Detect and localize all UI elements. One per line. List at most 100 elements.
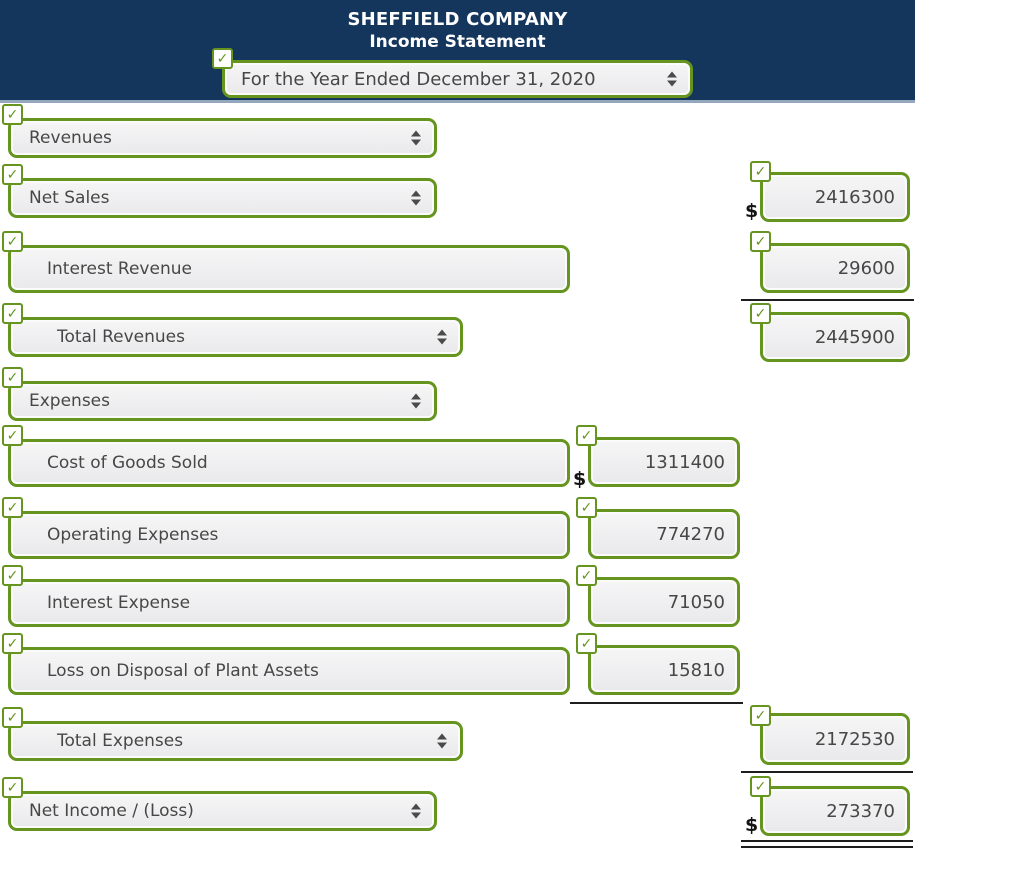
- period-select-value: For the Year Ended December 31, 2020: [241, 68, 596, 90]
- amount-input-net-sales[interactable]: 2416300: [760, 172, 910, 222]
- checkmark-icon: ✓: [754, 778, 767, 795]
- checkbox-operating-expenses[interactable]: ✓: [2, 497, 23, 518]
- spinner-icon: [411, 130, 421, 146]
- checkbox-expenses[interactable]: ✓: [2, 367, 23, 388]
- checkbox-amount-net-income[interactable]: ✓: [750, 776, 771, 797]
- spinner-icon: [411, 803, 421, 819]
- checkmark-icon: ✓: [580, 567, 593, 584]
- amount-value: 273370: [826, 800, 895, 822]
- account-input-interest-revenue[interactable]: Interest Revenue: [8, 245, 570, 293]
- spinner-icon: [437, 733, 447, 749]
- account-select-expenses[interactable]: Expenses: [8, 381, 437, 421]
- checkmark-icon: ✓: [216, 50, 229, 67]
- amount-input-operating-expenses[interactable]: 774270: [588, 509, 740, 559]
- checkmark-icon: ✓: [6, 369, 19, 386]
- checkmark-icon: ✓: [6, 106, 19, 123]
- account-select-value: Total Revenues: [57, 327, 185, 347]
- checkmark-icon: ✓: [6, 233, 19, 250]
- checkmark-icon: ✓: [754, 305, 767, 322]
- account-select-value: Net Sales: [29, 188, 110, 208]
- spinner-icon: [411, 190, 421, 206]
- checkbox-amount-loss-on-disposal[interactable]: ✓: [576, 633, 597, 654]
- checkbox-amount-interest-revenue[interactable]: ✓: [750, 231, 771, 252]
- account-select-net-sales[interactable]: Net Sales: [8, 178, 437, 218]
- spinner-icon: [667, 71, 677, 87]
- checkmark-icon: ✓: [6, 427, 19, 444]
- account-select-value: Revenues: [29, 128, 112, 148]
- account-input-value: Cost of Goods Sold: [47, 453, 208, 473]
- checkmark-icon: ✓: [580, 499, 593, 516]
- account-input-cost-of-goods-sold[interactable]: Cost of Goods Sold: [8, 439, 570, 487]
- checkbox-period[interactable]: ✓: [212, 48, 233, 69]
- dollar-sign-net-income: $: [745, 814, 759, 836]
- checkbox-amount-total-revenues[interactable]: ✓: [750, 303, 771, 324]
- checkmark-icon: ✓: [580, 427, 593, 444]
- checkmark-icon: ✓: [6, 779, 19, 796]
- checkbox-amount-interest-expense[interactable]: ✓: [576, 565, 597, 586]
- account-input-value: Interest Expense: [47, 593, 191, 613]
- spinner-icon: [411, 393, 421, 409]
- amount-value: 2416300: [814, 186, 895, 208]
- subtotal-rule-revenues: [741, 299, 914, 301]
- amount-input-total-revenues[interactable]: 2445900: [760, 312, 910, 362]
- checkmark-icon: ✓: [6, 305, 19, 322]
- amount-input-net-income[interactable]: 273370: [760, 786, 910, 836]
- amount-value: 29600: [837, 257, 895, 279]
- checkbox-revenues[interactable]: ✓: [2, 104, 23, 125]
- dollar-sign-net-sales: $: [745, 200, 759, 222]
- checkbox-interest-revenue[interactable]: ✓: [2, 231, 23, 252]
- account-select-total-expenses[interactable]: Total Expenses: [8, 721, 463, 761]
- double-rule-net-income: [741, 840, 913, 848]
- checkbox-cogs[interactable]: ✓: [2, 425, 23, 446]
- account-input-interest-expense[interactable]: Interest Expense: [8, 579, 570, 627]
- checkmark-icon: ✓: [754, 233, 767, 250]
- checkmark-icon: ✓: [6, 635, 19, 652]
- checkbox-amount-net-sales[interactable]: ✓: [750, 161, 771, 182]
- subtotal-rule-expenses: [570, 702, 743, 704]
- amount-input-interest-expense[interactable]: 71050: [588, 577, 740, 627]
- account-input-value: Loss on Disposal of Plant Assets: [47, 661, 319, 681]
- checkbox-amount-operating-expenses[interactable]: ✓: [576, 497, 597, 518]
- amount-value: 774270: [656, 523, 725, 545]
- account-input-loss-on-disposal[interactable]: Loss on Disposal of Plant Assets: [8, 647, 570, 695]
- account-select-revenues[interactable]: Revenues: [8, 118, 437, 158]
- checkmark-icon: ✓: [580, 635, 593, 652]
- amount-input-total-expenses[interactable]: 2172530: [760, 713, 910, 765]
- amount-input-loss-on-disposal[interactable]: 15810: [588, 645, 740, 695]
- checkmark-icon: ✓: [754, 707, 767, 724]
- account-select-value: Total Expenses: [57, 731, 184, 751]
- account-input-value: Interest Revenue: [47, 259, 192, 279]
- checkmark-icon: ✓: [754, 163, 767, 180]
- account-select-value: Net Income / (Loss): [29, 801, 194, 821]
- amount-value: 1311400: [644, 451, 725, 473]
- account-select-value: Expenses: [29, 391, 110, 411]
- checkbox-net-income[interactable]: ✓: [2, 777, 23, 798]
- checkbox-total-revenues[interactable]: ✓: [2, 303, 23, 324]
- checkbox-amount-total-expenses[interactable]: ✓: [750, 705, 771, 726]
- checkbox-total-expenses[interactable]: ✓: [2, 707, 23, 728]
- company-name: SHEFFIELD COMPANY: [347, 9, 568, 30]
- account-input-operating-expenses[interactable]: Operating Expenses: [8, 511, 570, 559]
- amount-value: 71050: [667, 591, 725, 613]
- subtotal-rule-total-expenses: [741, 771, 913, 773]
- account-select-net-income[interactable]: Net Income / (Loss): [8, 791, 437, 831]
- checkbox-interest-expense[interactable]: ✓: [2, 565, 23, 586]
- amount-input-interest-revenue[interactable]: 29600: [760, 243, 910, 293]
- period-select[interactable]: For the Year Ended December 31, 2020: [222, 60, 693, 98]
- checkmark-icon: ✓: [6, 567, 19, 584]
- checkmark-icon: ✓: [6, 709, 19, 726]
- checkmark-icon: ✓: [6, 499, 19, 516]
- checkbox-amount-cogs[interactable]: ✓: [576, 425, 597, 446]
- dollar-sign-cogs: $: [573, 468, 587, 490]
- spinner-icon: [437, 329, 447, 345]
- checkmark-icon: ✓: [6, 166, 19, 183]
- amount-input-cogs[interactable]: 1311400: [588, 437, 740, 487]
- statement-title: Income Statement: [369, 32, 546, 52]
- account-select-total-revenues[interactable]: Total Revenues: [8, 317, 463, 357]
- checkbox-loss-on-disposal[interactable]: ✓: [2, 633, 23, 654]
- checkbox-net-sales[interactable]: ✓: [2, 164, 23, 185]
- account-input-value: Operating Expenses: [47, 525, 219, 545]
- amount-value: 2445900: [814, 326, 895, 348]
- amount-value: 2172530: [814, 728, 895, 750]
